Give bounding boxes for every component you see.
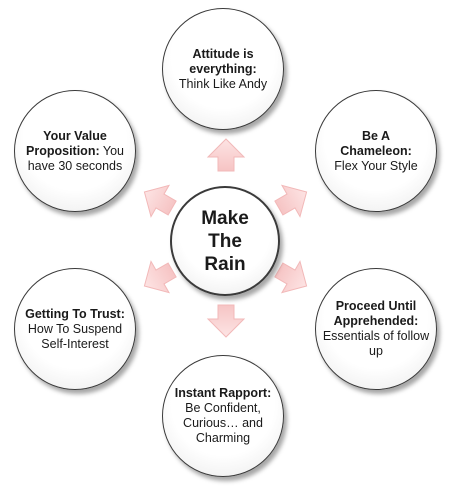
node-trust-text: Getting To Trust: How To Suspend Self-In…	[15, 307, 135, 352]
center-line-1: Make	[201, 207, 249, 229]
node-trust: Getting To Trust: How To Suspend Self-In…	[14, 268, 136, 390]
node-chameleon: Be A Chameleon: Flex Your Style	[315, 90, 437, 212]
center-label: Make The Rain	[201, 207, 249, 276]
center-line-3: Rain	[204, 253, 246, 275]
node-attitude-text: Attitude is everything: Think Like Andy	[163, 47, 283, 92]
node-value-rest: You have 30 seconds	[27, 143, 124, 173]
node-attitude-lead: Attitude is everything:	[189, 46, 257, 76]
node-proceed: Proceed Until Apprehended: Essentials of…	[315, 268, 437, 390]
node-rapport-rest: Be Confident, Curious… and Charming	[183, 401, 263, 445]
node-proceed-text: Proceed Until Apprehended: Essentials of…	[316, 299, 436, 359]
arrow-to-lower-left	[143, 260, 177, 294]
node-rapport: Instant Rapport: Be Confident, Curious… …	[162, 355, 284, 477]
node-attitude: Attitude is everything: Think Like Andy	[162, 8, 284, 130]
node-trust-lead: Getting To Trust:	[25, 306, 125, 321]
node-proceed-rest: Essentials of follow up	[322, 329, 430, 358]
arrow-to-top	[206, 138, 246, 172]
arrow-to-lower-right	[274, 260, 308, 294]
node-rapport-text: Instant Rapport: Be Confident, Curious… …	[163, 386, 283, 446]
node-value-lead: Your Value Proposition:	[26, 128, 107, 158]
node-proceed-lead: Proceed Until Apprehended:	[333, 299, 419, 328]
center-node: Make The Rain	[170, 186, 280, 296]
node-chameleon-rest: Flex Your Style	[334, 158, 418, 173]
node-trust-rest: How To Suspend Self-Interest	[27, 321, 123, 351]
node-value: Your Value Proposition: You have 30 seco…	[14, 90, 136, 212]
node-rapport-lead: Instant Rapport:	[174, 386, 272, 400]
arrow-to-upper-left	[143, 184, 177, 218]
arrow-to-upper-right	[274, 184, 308, 218]
arrow-to-bottom	[206, 304, 246, 338]
node-chameleon-lead: Be A Chameleon:	[340, 128, 412, 158]
node-chameleon-text: Be A Chameleon: Flex Your Style	[316, 129, 436, 174]
node-value-text: Your Value Proposition: You have 30 seco…	[15, 129, 135, 174]
center-line-2: The	[208, 230, 242, 252]
node-attitude-rest: Think Like Andy	[178, 76, 268, 91]
